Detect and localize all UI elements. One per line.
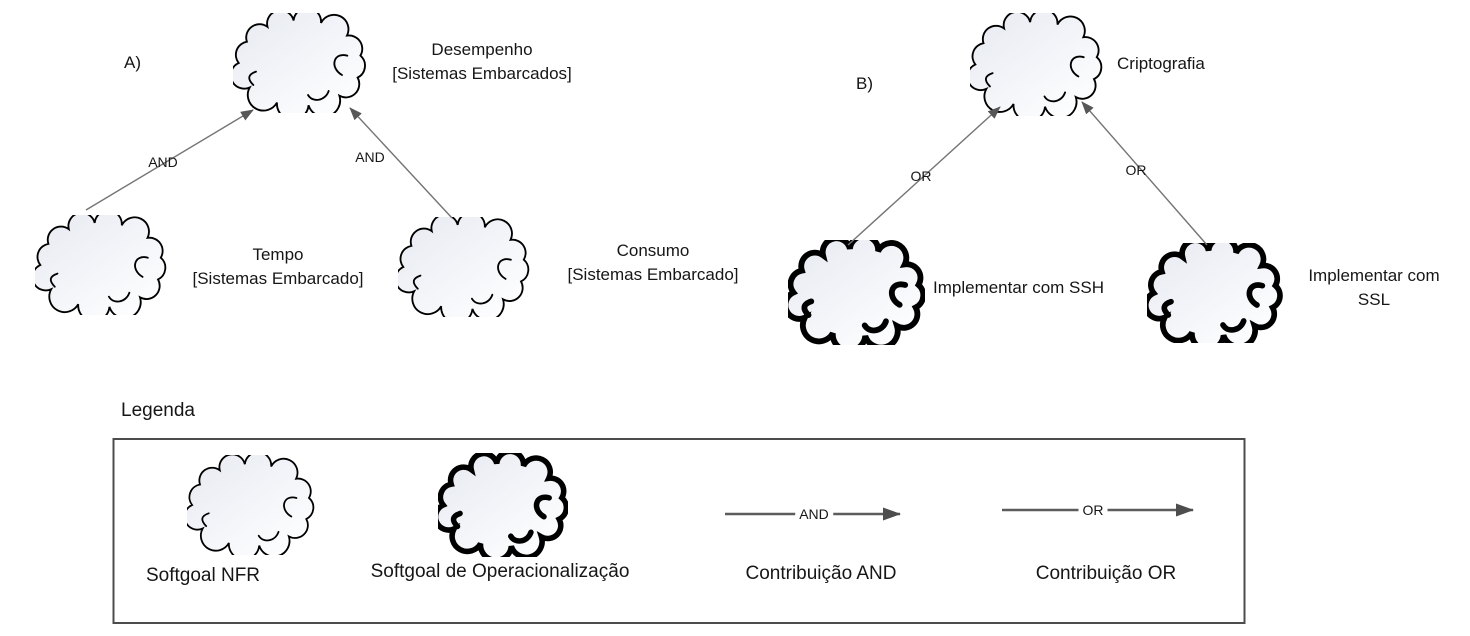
label-consumo-line2: [Sistemas Embarcado] [567,265,739,284]
label-tempo-line1: Tempo [252,245,304,264]
label-implementar-ssl-line1: Implementar com [1308,266,1440,285]
label-tempo-line2: [Sistemas Embarcado] [192,269,364,288]
cloud-implementar-ssl [1146,238,1280,350]
label-implementar-ssl: Implementar com SSL [1308,264,1439,312]
contribution-label-or-left: OR [910,168,932,184]
legend-item-label-softgoal-nfr: Softgoal NFR [145,565,261,586]
arrow-and-left [85,109,254,211]
cloud-consumo [398,217,530,317]
label-implementar-ssl-line2: SSL [1357,290,1391,309]
legend-title: Legenda [121,400,195,421]
legend-item-label-contribuicao-or: Contribuição OR [1035,563,1177,584]
cloud-implementar-ssh [785,236,923,351]
cloud-desempenho [233,13,366,113]
contribution-label-and-left: AND [148,154,178,170]
arrow-and-right [349,107,453,219]
cloud-criptografia [970,13,1103,116]
legend-cloud-softgoal-operacionalizacao-icon [436,451,567,560]
label-desempenho: Desempenho [Sistemas Embarcados] [392,38,572,86]
contribution-label-and-right: AND [355,149,385,165]
label-desempenho-line1: Desempenho [431,40,533,59]
label-consumo-line1: Consumo [616,241,690,260]
label-criptografia: Criptografia [1117,54,1205,73]
contribution-label-or-right: OR [1125,162,1147,178]
legend-box [112,438,1246,624]
label-implementar-ssh: Implementar com SSH [933,278,1104,297]
label-consumo: Consumo [Sistemas Embarcado] [567,239,738,287]
legend-cloud-softgoal-nfr-icon [187,455,315,555]
legend-arrow-label-and: AND [795,506,833,522]
legend-item-label-contribuicao-and: Contribuição AND [745,563,897,584]
section-b-label: B) [856,74,873,93]
cloud-tempo [35,215,167,315]
label-tempo: Tempo [Sistemas Embarcado] [192,243,363,291]
legend-item-label-softgoal-operacionalizacao: Softgoal de Operacionalização [370,561,630,582]
label-desempenho-line2: [Sistemas Embarcados] [392,64,572,83]
legend-arrow-label-or: OR [1078,502,1108,518]
arrow-or-right [1081,101,1208,246]
arrow-or-left [847,106,1001,246]
section-a-label: A) [124,53,141,72]
